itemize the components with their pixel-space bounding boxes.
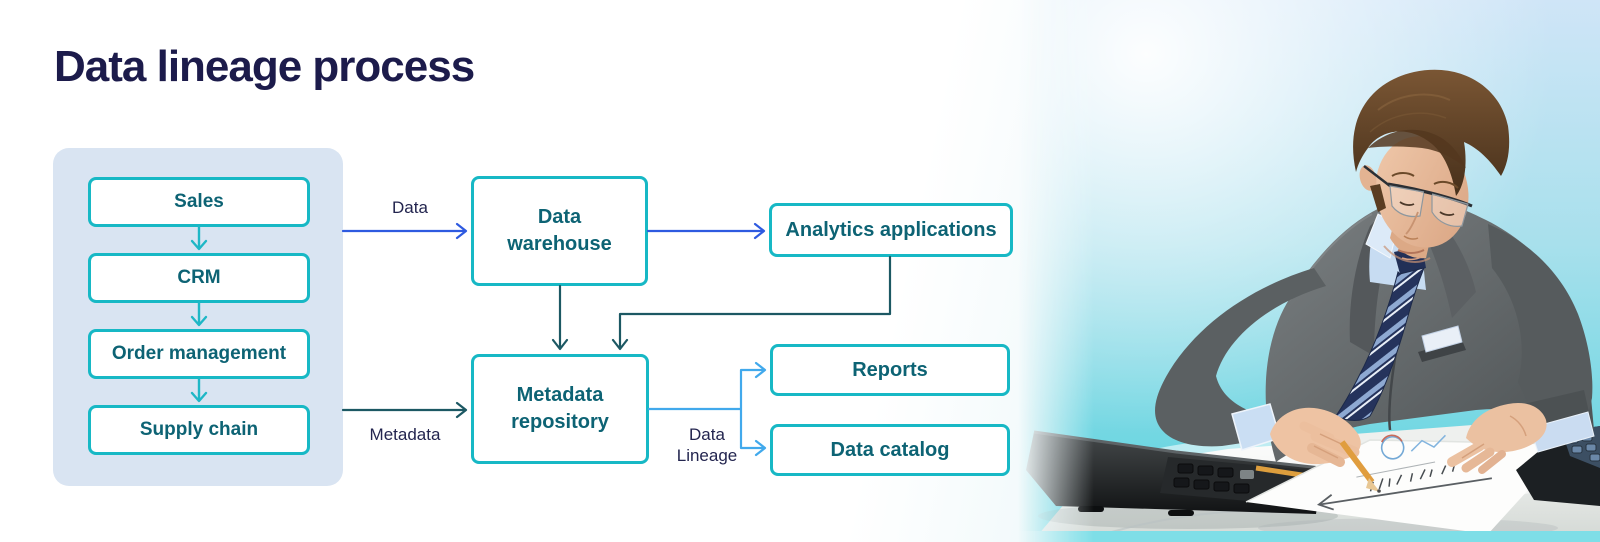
paper-chart-sketch: [1316, 434, 1493, 511]
node-data-catalog: Data catalog: [770, 424, 1010, 476]
node-data-warehouse: Data warehouse: [471, 176, 648, 286]
photo-bottom-band: [1018, 531, 1600, 542]
node-analytics-applications: Analytics applications: [769, 203, 1013, 257]
edge-label-data-lineage: Data Lineage: [676, 425, 738, 465]
businessman-head: [1353, 69, 1510, 263]
pencil-icon: [1339, 440, 1375, 484]
pocket-slit: [1418, 340, 1466, 362]
node-order-management: Order management: [88, 329, 310, 379]
glasses-icon: [1363, 165, 1473, 227]
node-metadata-repository: Metadata repository: [471, 354, 649, 464]
page-title: Data lineage process: [54, 42, 475, 91]
node-crm: CRM: [88, 253, 310, 303]
edge-label-data: Data: [392, 198, 428, 217]
writing-hand: [1155, 268, 1381, 493]
pocket-square: [1421, 325, 1463, 353]
businessman-photo: [1018, 0, 1600, 542]
resting-hand: [1447, 224, 1595, 474]
shirt-cuff-right: [1529, 411, 1595, 453]
node-supply-chain: Supply chain: [88, 405, 310, 455]
node-reports: Reports: [770, 344, 1010, 396]
edge-label-metadata: Metadata: [369, 425, 441, 444]
striped-tie: [1335, 267, 1425, 421]
node-sales: Sales: [88, 177, 310, 227]
